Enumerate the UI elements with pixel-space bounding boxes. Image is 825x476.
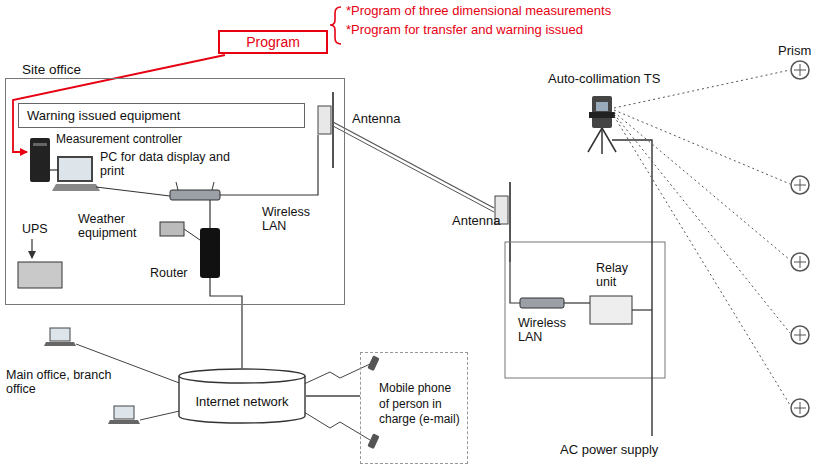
box-text: Program <box>246 34 300 50</box>
part-label: Measurement controller <box>56 133 182 147</box>
part-label: UPS <box>22 222 48 236</box>
program-bracket <box>330 7 341 44</box>
radio-link <box>333 126 494 212</box>
part-label: Wireless LAN <box>518 316 580 345</box>
wlan-aerial <box>212 182 214 190</box>
radio-link <box>333 122 494 208</box>
cable <box>50 169 58 170</box>
part-label: AC power supply <box>560 443 658 458</box>
ups <box>18 262 62 288</box>
part-label: Router <box>150 266 188 280</box>
box-text: Warning issued equipment <box>27 108 296 123</box>
ups-pointer <box>31 239 32 258</box>
part-label: PC for data display and print <box>100 150 235 179</box>
part-label: Prism <box>778 44 811 59</box>
office-laptop <box>108 406 140 424</box>
antenna-pole <box>509 182 511 262</box>
prisms <box>791 61 809 417</box>
wlan-aerial <box>176 182 178 190</box>
antenna-pole <box>332 92 334 168</box>
relay-unit <box>590 296 632 324</box>
cylinder-text: Internet network <box>182 386 302 416</box>
sight-lines <box>614 70 790 405</box>
field-enclosure <box>505 242 665 378</box>
connector <box>241 305 242 368</box>
cable <box>632 309 652 310</box>
connector <box>306 395 360 396</box>
router <box>200 228 220 278</box>
network-cylinder: Internet network <box>178 368 306 424</box>
program-box: Program <box>218 30 328 54</box>
program-note: *Program of three dimensional measuremen… <box>346 4 611 19</box>
display-monitor <box>58 157 92 181</box>
part-label: Main office, branch office <box>6 368 114 397</box>
cable <box>220 135 318 195</box>
keyboard <box>52 184 100 191</box>
cable <box>209 200 210 228</box>
pc-slot <box>33 143 47 146</box>
mobile-phone <box>367 355 379 449</box>
measurement-controller-pc <box>30 138 50 182</box>
part-label: Antenna <box>452 214 500 229</box>
wireless-lan-device <box>520 298 564 308</box>
phone-box: Mobile phone of person in charge (e-mail… <box>360 352 468 464</box>
box-text: Internet network <box>195 394 288 409</box>
antenna-dish <box>318 106 331 134</box>
cable <box>184 229 200 240</box>
box-heading: Site office <box>5 62 81 78</box>
part-label: Auto-collimation TS <box>548 72 660 87</box>
total-station <box>588 96 616 154</box>
cable <box>510 262 520 303</box>
prism-marks <box>794 64 806 414</box>
part-label: Antenna <box>352 112 400 127</box>
box-text: Mobile phone of person in charge (e-mail… <box>379 381 463 428</box>
cylinder-top <box>179 369 305 383</box>
power-cable <box>612 140 652 436</box>
weather-equipment <box>160 222 184 236</box>
cable <box>564 302 590 303</box>
wireless-lan-device <box>170 190 220 200</box>
cable <box>96 187 170 196</box>
part-label: Weather equipment <box>78 212 153 241</box>
network-line <box>140 410 184 420</box>
program-note: *Program for transfer and warning issued <box>346 23 583 38</box>
office-laptop <box>44 328 76 346</box>
part-label: Wireless LAN <box>262 205 324 234</box>
cable <box>210 278 242 304</box>
equipment-box: Warning issued equipment <box>18 103 305 128</box>
part-label: Relay unit <box>596 261 642 290</box>
